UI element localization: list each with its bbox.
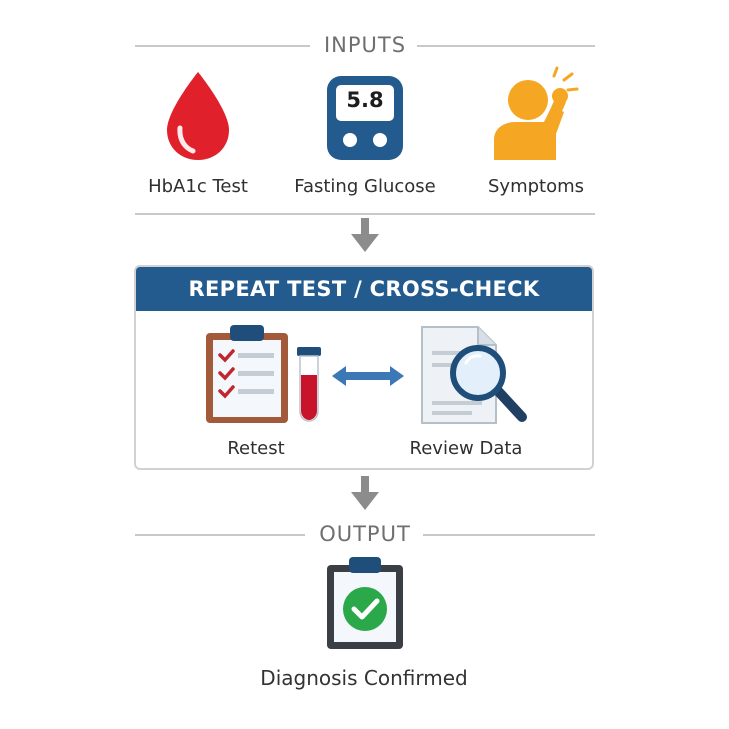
inputs-section-header: INPUTS (135, 33, 595, 57)
blood-drop-icon (167, 72, 229, 160)
divider-line (423, 534, 595, 536)
process-label-review-data: Review Data (409, 438, 523, 459)
input-label-symptoms: Symptoms (487, 176, 585, 197)
output-section-header: OUTPUT (135, 522, 595, 546)
down-arrow-icon (351, 218, 379, 252)
checklist-clipboard-icon (206, 325, 288, 423)
divider-line (135, 45, 310, 47)
clipboard-checkmark-icon (327, 557, 403, 649)
inputs-title: INPUTS (323, 33, 407, 57)
glucose-reading: 5.8 (346, 88, 384, 112)
double-arrow-icon (332, 366, 404, 386)
panel-title: REPEAT TEST / CROSS-CHECK (136, 267, 592, 311)
document-magnifier-icon (421, 326, 527, 424)
cross-check-panel: REPEAT TEST / CROSS-CHECK Retest Review … (134, 265, 594, 470)
output-title: OUTPUT (319, 522, 411, 546)
output-label-diagnosis-confirmed: Diagnosis Confirmed (260, 666, 468, 690)
divider-line (135, 213, 595, 215)
process-label-retest: Retest (227, 438, 285, 459)
input-label-fasting-glucose: Fasting Glucose (294, 176, 436, 197)
divider-line (417, 45, 595, 47)
input-label-hba1c: HbA1c Test (148, 176, 248, 197)
person-headache-icon (494, 66, 579, 160)
down-arrow-icon (351, 476, 379, 510)
divider-line (135, 534, 305, 536)
test-tube-icon (297, 347, 321, 422)
glucose-meter-icon (327, 76, 403, 160)
